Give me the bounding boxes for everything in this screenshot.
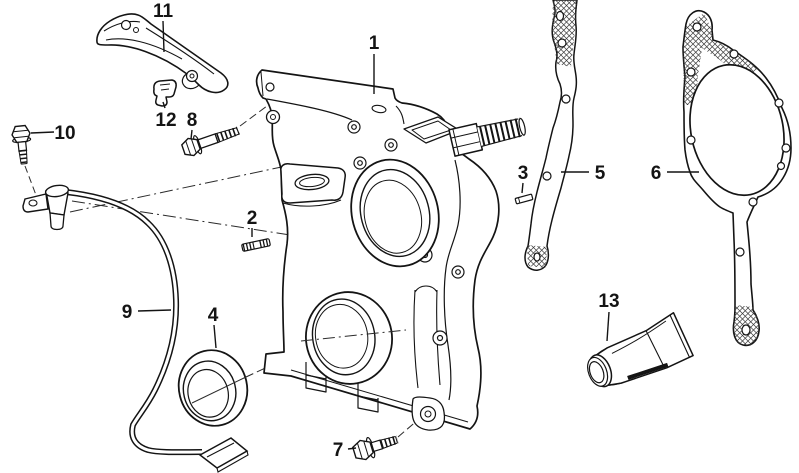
callout-leader-3 xyxy=(521,182,524,194)
callout-10: 10 xyxy=(30,123,76,144)
callout-number-9: 9 xyxy=(122,302,133,323)
callout-8: 8 xyxy=(187,110,198,140)
sealant-tube xyxy=(587,311,694,388)
gasket-large xyxy=(682,9,792,347)
callout-number-3: 3 xyxy=(518,163,529,184)
gasket-strip xyxy=(524,0,578,271)
retaining-clip xyxy=(153,79,177,107)
callout-1: 1 xyxy=(369,33,380,94)
callout-9: 9 xyxy=(122,302,172,323)
callout-12: 12 xyxy=(155,101,177,131)
callout-number-7: 7 xyxy=(333,440,344,461)
bolt-10 xyxy=(11,124,32,166)
threaded-fitting xyxy=(448,117,526,157)
bolt-7 xyxy=(351,435,399,461)
callout-leader-8 xyxy=(190,129,193,140)
shaft-seal xyxy=(177,349,249,427)
callout-13: 13 xyxy=(598,291,620,342)
bolt-8 xyxy=(181,126,240,157)
callout-5: 5 xyxy=(561,163,606,184)
callout-number-2: 2 xyxy=(247,208,258,229)
callout-leader-7 xyxy=(347,447,357,450)
callout-7: 7 xyxy=(333,440,357,461)
callout-11: 11 xyxy=(153,1,174,53)
callout-number-1: 1 xyxy=(369,33,380,54)
callout-number-4: 4 xyxy=(208,305,219,326)
stud-2 xyxy=(241,238,271,252)
callout-number-10: 10 xyxy=(54,123,75,144)
callout-number-8: 8 xyxy=(187,110,198,131)
callout-number-12: 12 xyxy=(155,110,176,131)
callout-leader-4 xyxy=(213,324,217,349)
callout-number-13: 13 xyxy=(598,291,619,312)
callout-4: 4 xyxy=(208,305,219,349)
callout-leader-13 xyxy=(606,311,610,342)
callout-number-11: 11 xyxy=(153,1,174,22)
callout-6: 6 xyxy=(651,163,699,184)
timing-cover xyxy=(255,69,526,431)
callout-leader-9 xyxy=(137,309,172,312)
dowel-pin-3 xyxy=(514,193,534,205)
sensor-connector xyxy=(198,437,249,469)
callout-2: 2 xyxy=(247,208,258,237)
seal-centerline xyxy=(191,376,247,404)
callout-leader-11 xyxy=(162,20,165,53)
crank-sensor xyxy=(22,184,249,473)
bore-centerline xyxy=(300,329,407,342)
callout-number-6: 6 xyxy=(651,163,662,184)
guide-rail xyxy=(96,13,229,94)
callout-3: 3 xyxy=(518,163,529,194)
callout-leader-12 xyxy=(162,101,166,109)
callout-number-5: 5 xyxy=(595,163,606,184)
callout-leader-10 xyxy=(30,131,55,134)
